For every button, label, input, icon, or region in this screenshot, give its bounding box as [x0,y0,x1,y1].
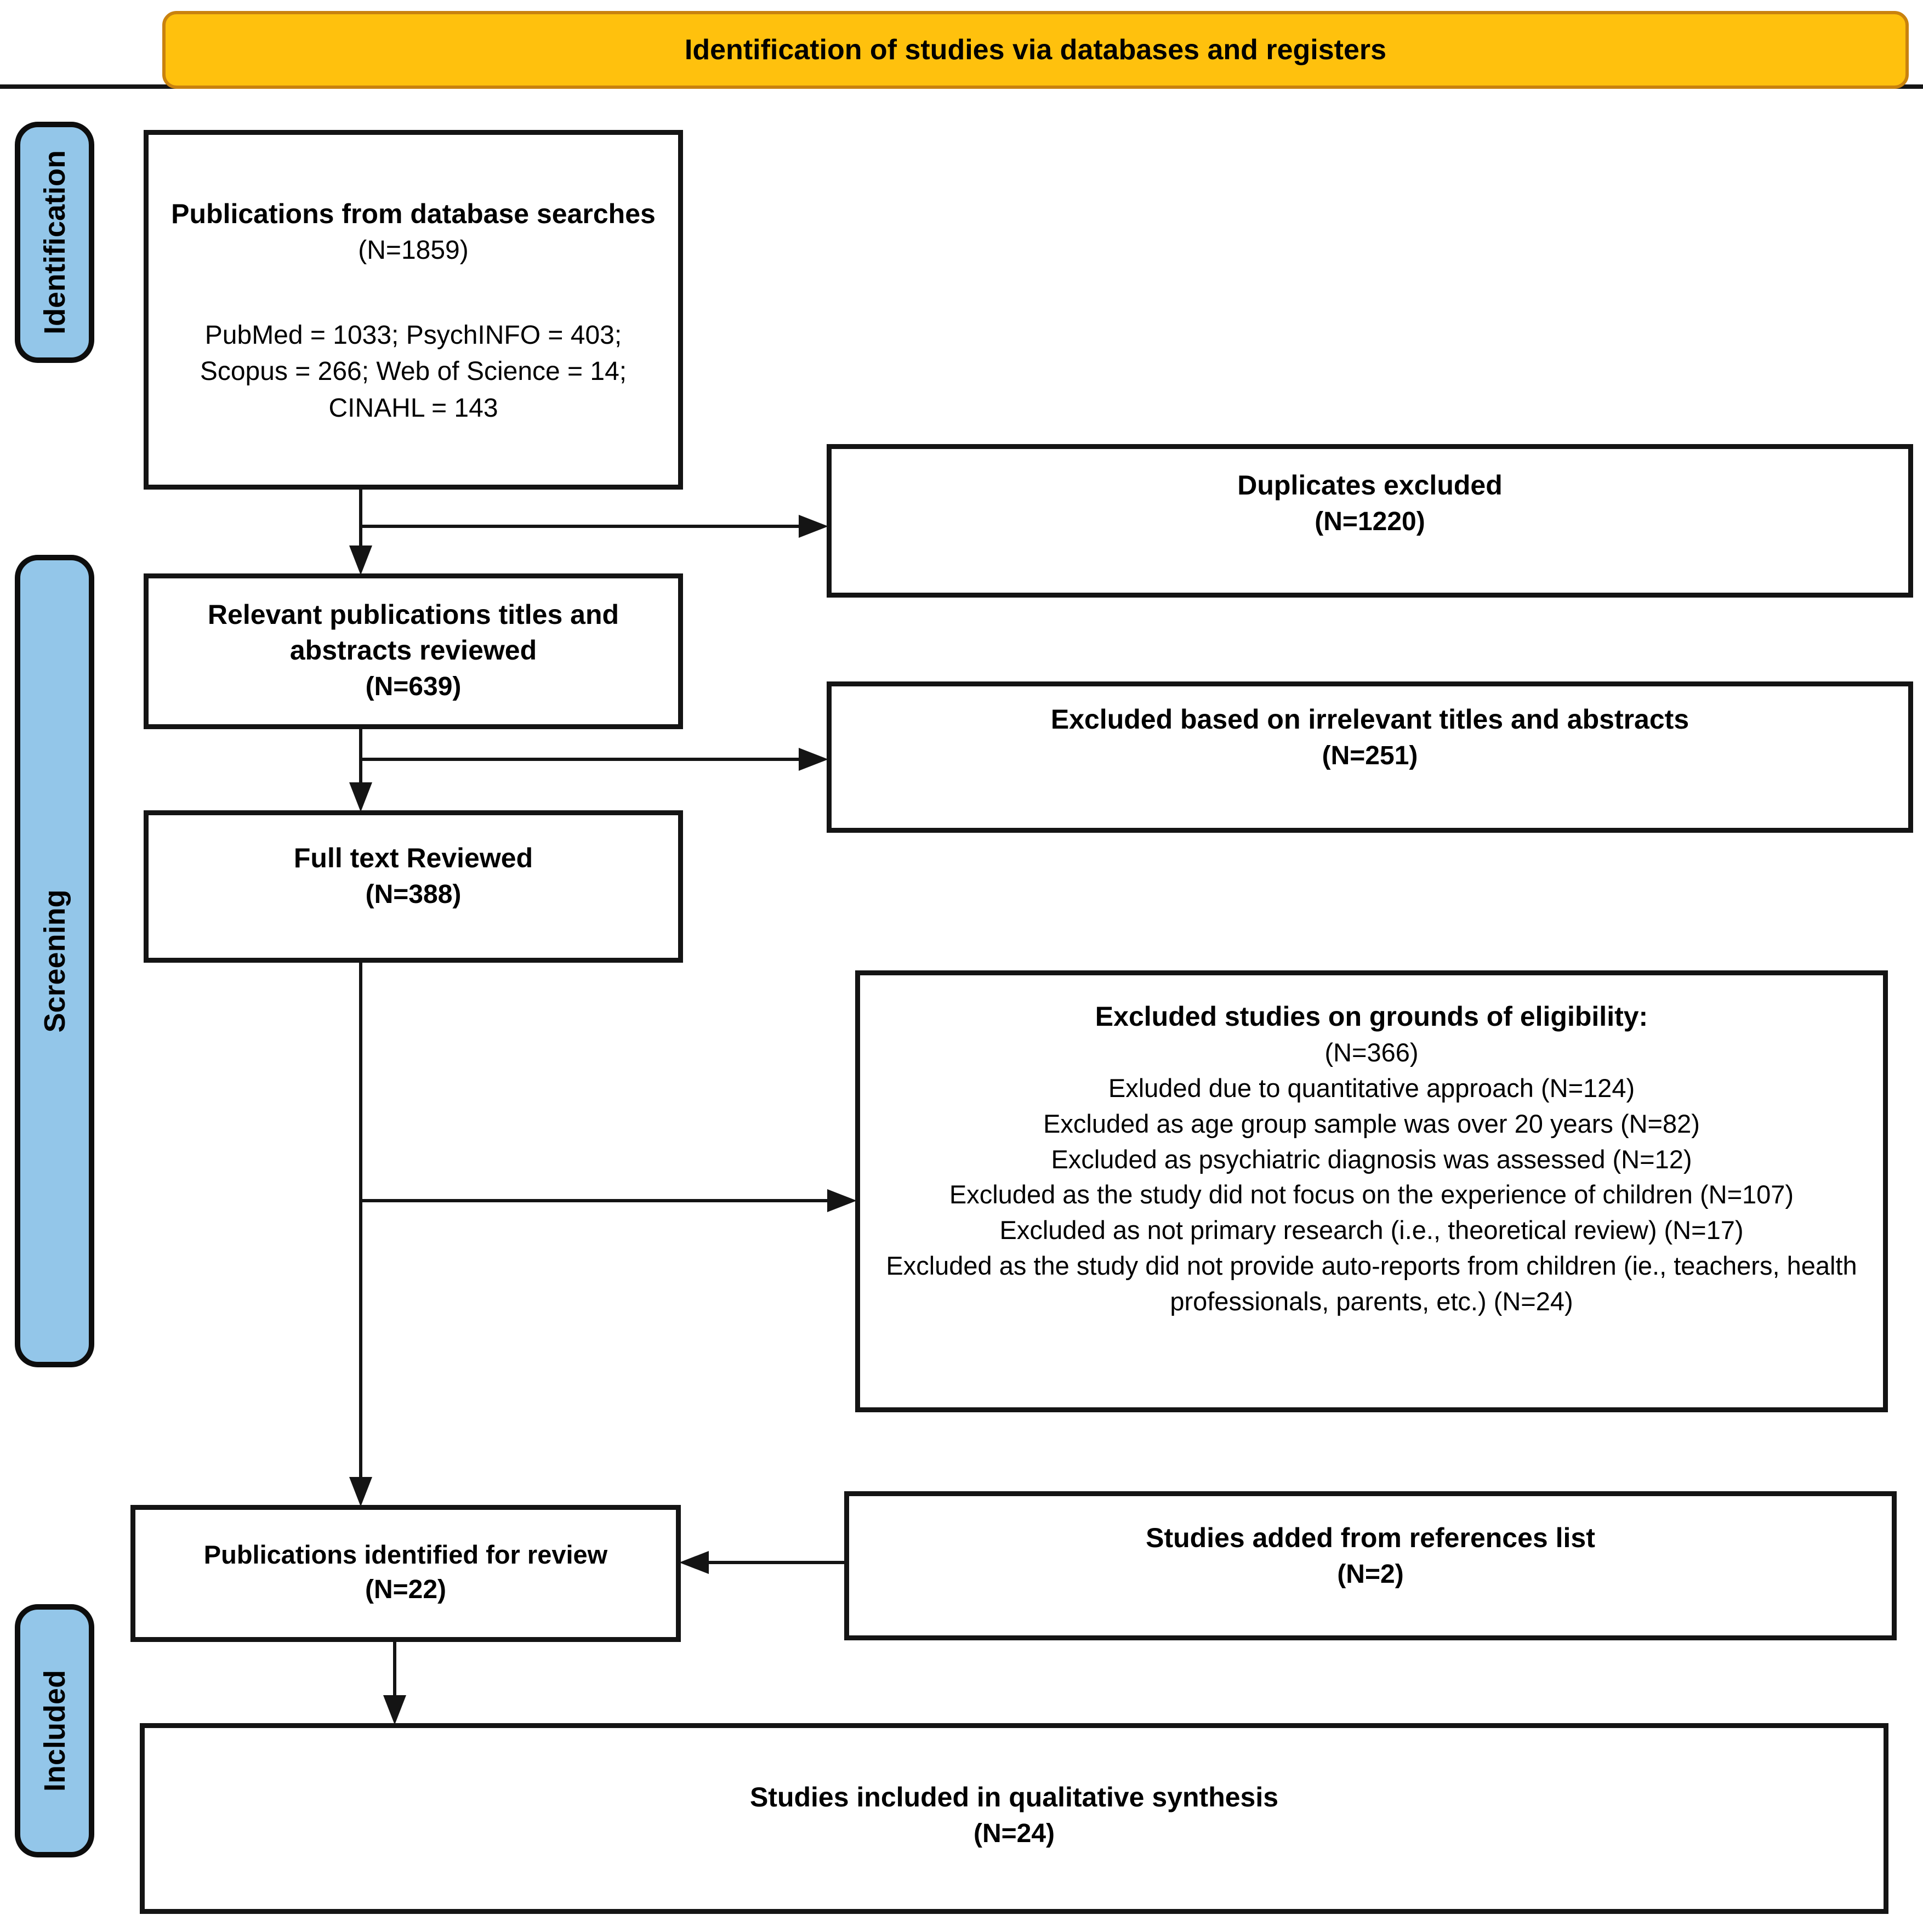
box-identified-for-review-title: Publications identified for review [203,1540,608,1570]
box-excluded-irrelevant-n: (N=251) [1322,741,1418,770]
stage-identification: Identification [15,122,94,363]
box-duplicates-excluded: Duplicates excluded (N=1220) [827,444,1913,598]
eligibility-reason: Excluded as psychiatric diagnosis was as… [1051,1144,1692,1174]
box-excluded-eligibility-n: (N=366) [1324,1038,1419,1067]
eligibility-reason: Exluded due to quantitative approach (N=… [1108,1073,1635,1103]
banner-label: Identification of studies via databases … [684,34,1387,66]
box-full-text-reviewed: Full text Reviewed (N=388) [144,810,683,963]
box-full-text-reviewed-n: (N=388) [365,880,462,909]
box-duplicates-excluded-title: Duplicates excluded [1237,470,1503,501]
box-full-text-reviewed-title: Full text Reviewed [293,843,533,873]
stage-identification-label: Identification [38,150,71,334]
box-titles-abstracts-reviewed-title: Relevant publications titles and abstrac… [207,599,619,666]
box-duplicates-excluded-n: (N=1220) [1315,507,1425,536]
box-included-qualitative-synthesis-title: Studies included in qualitative synthesi… [749,1782,1279,1812]
box-titles-abstracts-reviewed: Relevant publications titles and abstrac… [144,573,683,729]
box-database-searches-title: Publications from database searches [171,198,656,229]
box-identified-for-review: Publications identified for review (N=22… [130,1505,681,1642]
eligibility-reason: Excluded as not primary research (i.e., … [999,1215,1744,1245]
box-references-list-n: (N=2) [1337,1560,1404,1589]
box-excluded-irrelevant: Excluded based on irrelevant titles and … [827,681,1913,833]
box-database-searches-n: (N=1859) [358,236,469,265]
box-included-qualitative-synthesis: Studies included in qualitative synthesi… [140,1723,1888,1914]
stage-screening: Screening [15,555,94,1367]
box-excluded-eligibility: Excluded studies on grounds of eligibili… [855,970,1888,1412]
box-database-searches-detail: PubMed = 1033; PsychINFO = 403; Scopus =… [200,321,627,423]
eligibility-reason: Excluded as the study did not focus on t… [949,1180,1794,1209]
eligibility-reason: Excluded as age group sample was over 20… [1043,1109,1700,1138]
banner-identification-of-studies: Identification of studies via databases … [162,11,1909,89]
box-included-qualitative-synthesis-n: (N=24) [973,1819,1055,1848]
box-references-list: Studies added from references list (N=2) [844,1491,1897,1640]
box-identified-for-review-n: (N=22) [365,1575,447,1605]
box-database-searches: Publications from database searches (N=1… [144,130,683,490]
stage-included: Included [15,1604,94,1857]
box-titles-abstracts-reviewed-n: (N=639) [365,672,462,701]
eligibility-reason: Excluded as the study did not provide au… [886,1251,1857,1316]
stage-screening-label: Screening [38,889,71,1033]
box-references-list-title: Studies added from references list [1146,1522,1595,1553]
box-excluded-irrelevant-title: Excluded based on irrelevant titles and … [1050,704,1689,735]
box-excluded-eligibility-title: Excluded studies on grounds of eligibili… [1095,1001,1648,1032]
spacer [164,269,663,317]
stage-included-label: Included [38,1669,71,1792]
